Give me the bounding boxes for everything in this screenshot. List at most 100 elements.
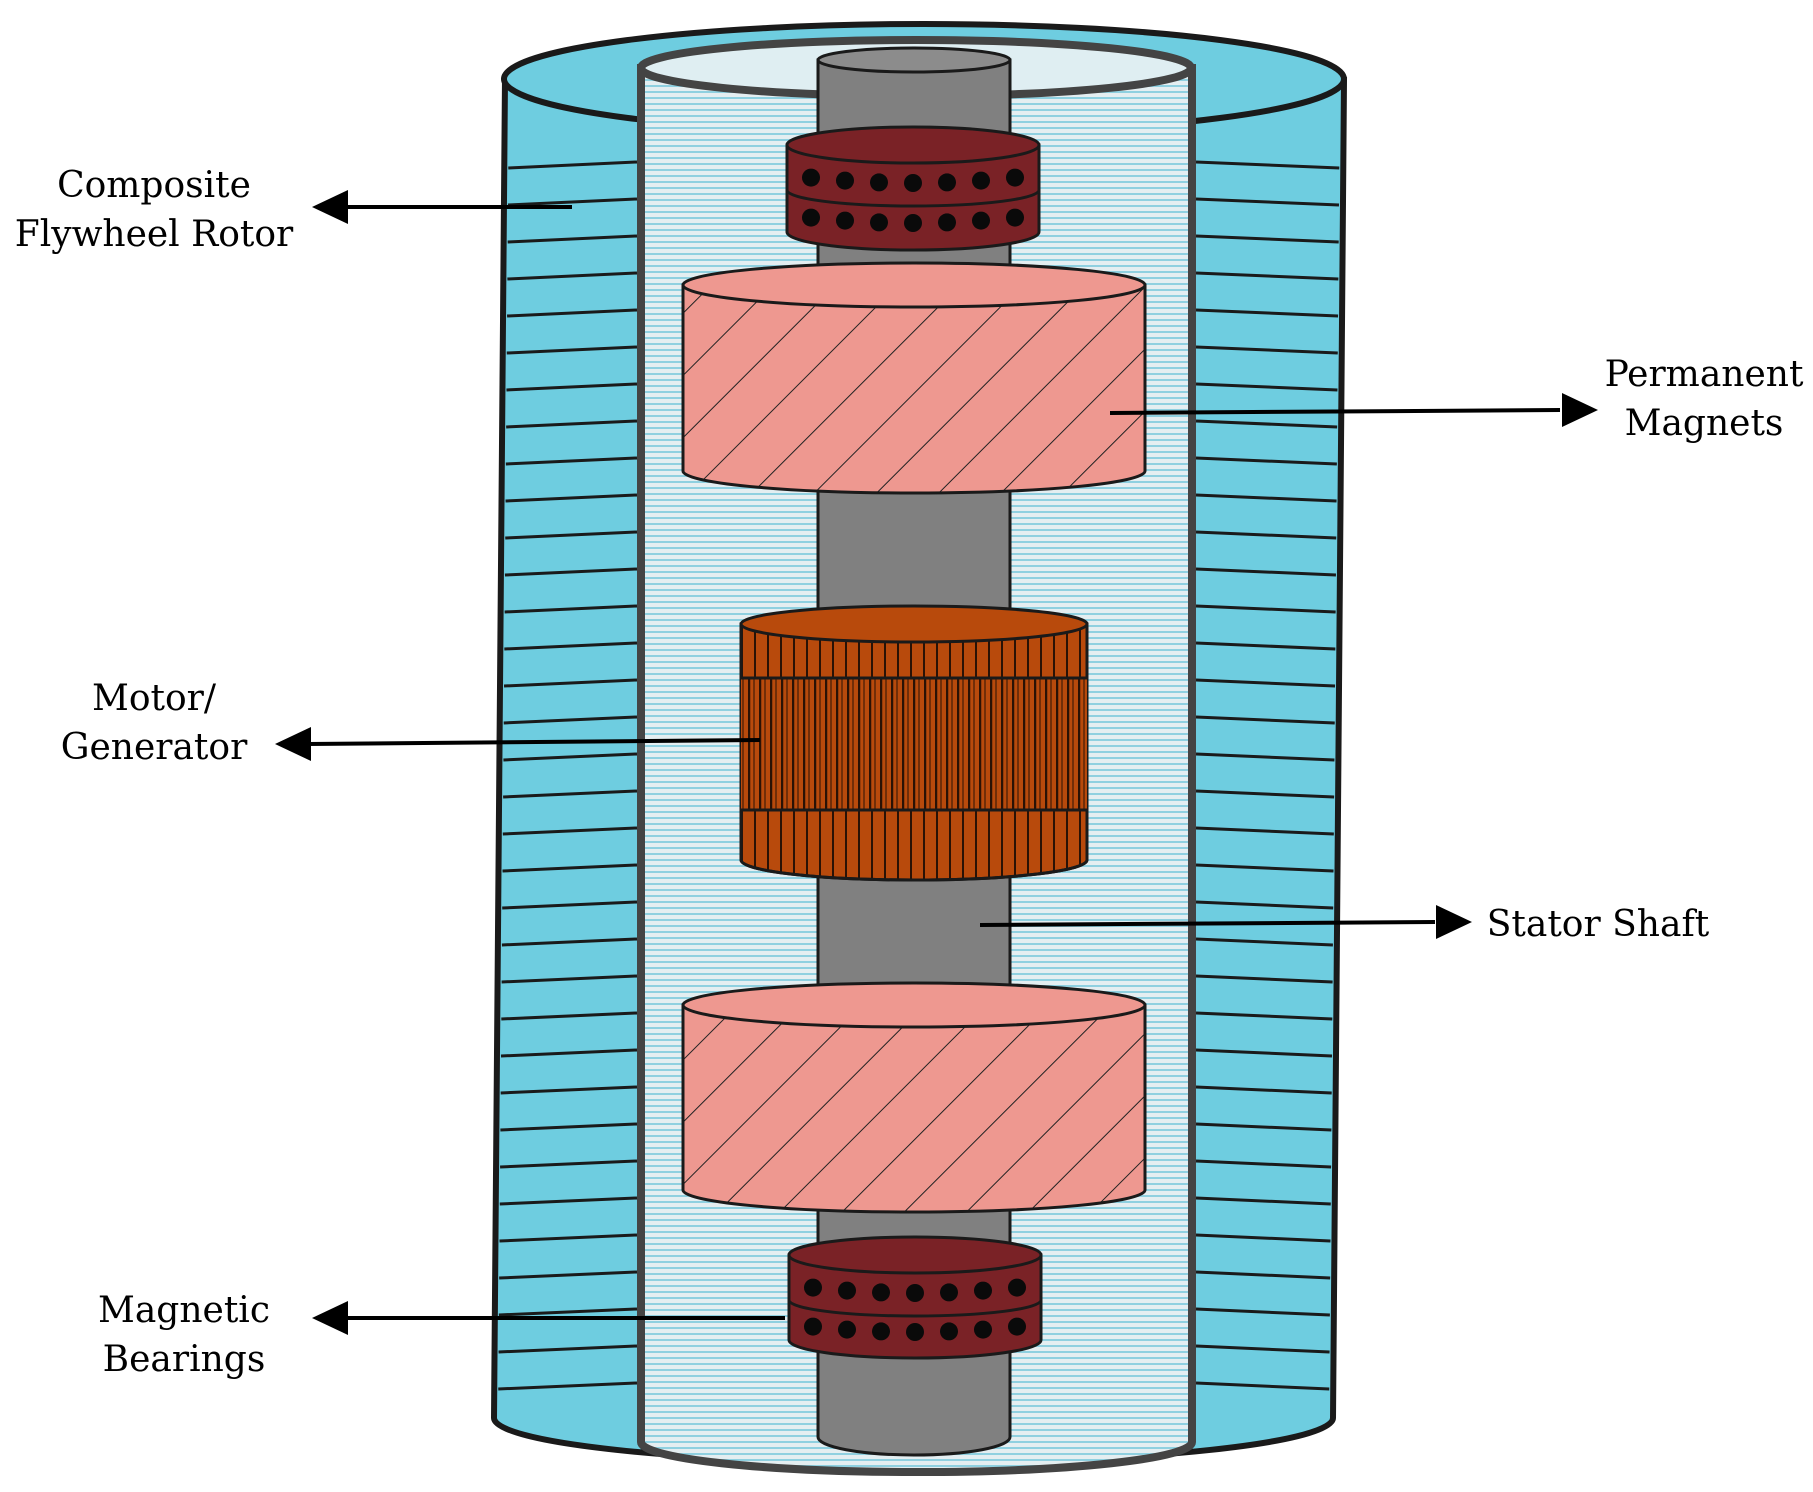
label-bearings-line2: Bearings	[103, 1339, 266, 1380]
label-motor-line1: Motor/	[92, 678, 217, 719]
rotor-stripe	[1195, 1048, 1333, 1058]
label-magnets-line1: Permanent	[1605, 354, 1804, 395]
rotor-stripes	[498, 160, 1340, 1391]
rotor-stripe	[1195, 567, 1337, 577]
rotor-stripe	[508, 160, 638, 170]
rotor-stripe	[1195, 1307, 1330, 1317]
rotor-stripe	[1195, 900, 1334, 910]
bearing-hole	[802, 168, 820, 187]
rotor-stripe	[503, 752, 638, 762]
rotor-stripe	[498, 1344, 638, 1354]
rotor-stripe	[1195, 1085, 1332, 1095]
rotor-stripe	[504, 641, 638, 651]
rotor-stripe	[1195, 604, 1336, 614]
label-bearings-line1: Magnetic	[98, 1290, 270, 1331]
rotor-stripe	[500, 1048, 638, 1058]
rotor-stripe	[504, 604, 638, 614]
bearing-hole	[804, 1278, 822, 1297]
rotor-stripe	[1195, 826, 1334, 836]
rotor-stripe	[1195, 715, 1335, 725]
rotor-stripe	[1195, 345, 1338, 355]
rotor-stripe	[1195, 641, 1336, 651]
rotor-stripe	[502, 900, 638, 910]
rotor-stripe	[498, 1307, 638, 1317]
bearing-hole	[1006, 208, 1024, 227]
rotor-stripe	[1195, 678, 1336, 688]
rotor-stripe	[1195, 1270, 1331, 1280]
arrow-motor	[275, 727, 761, 761]
bearing-hole	[904, 214, 922, 232]
rotor-stripe	[503, 678, 638, 688]
rotor-stripe	[1195, 937, 1333, 947]
rotor-stripe	[1195, 1233, 1331, 1243]
rotor-stripe	[506, 345, 638, 355]
rotor-stripe	[1195, 271, 1339, 281]
bearing-hole	[1008, 1278, 1026, 1297]
rotor-stripe	[502, 863, 638, 873]
permanent-magnet-bottom	[681, 981, 1147, 1214]
bearing-hole	[940, 1322, 958, 1341]
magnetic-bearing-bottom	[787, 1235, 1043, 1360]
rotor-stripe	[505, 493, 638, 503]
arrow-shaft	[979, 905, 1472, 939]
bearing-hole	[802, 208, 820, 227]
bearing-hole	[836, 171, 854, 190]
rotor-stripe	[499, 1233, 638, 1243]
rotor-stripe	[1195, 1122, 1332, 1132]
rotor-stripe	[501, 1011, 638, 1021]
bearing-hole	[870, 173, 888, 192]
rotor-stripe	[1195, 160, 1340, 170]
bearing-hole	[872, 1322, 890, 1341]
rotor-stripe	[1195, 789, 1335, 799]
label-rotor-line2: Flywheel Rotor	[15, 214, 294, 255]
rotor-stripe	[1195, 1159, 1332, 1169]
bearing-hole	[1006, 168, 1024, 187]
bearing-hole	[872, 1283, 890, 1302]
rotor-stripe	[1195, 530, 1337, 540]
rotor-stripe	[507, 271, 638, 281]
arrow-magnets	[1109, 393, 1598, 427]
rotor-stripe	[499, 1196, 638, 1206]
arrow-bearings	[312, 1301, 785, 1335]
rotor-stripe	[502, 826, 638, 836]
rotor-stripe	[1195, 197, 1340, 207]
rotor-stripe	[1195, 1381, 1330, 1391]
rotor-stripe	[1195, 1011, 1333, 1021]
bearing-hole	[974, 1281, 992, 1300]
rotor-stripe	[506, 382, 638, 392]
rotor-stripe	[506, 419, 638, 429]
bearing-top-holes	[802, 168, 1024, 232]
permanent-magnet-top	[681, 261, 1147, 495]
rotor-stripe	[507, 308, 638, 318]
bearing-hole	[972, 171, 990, 190]
bearing-hole	[904, 174, 922, 192]
bearing-hole	[906, 1323, 924, 1341]
rotor-stripe	[500, 1159, 638, 1169]
rotor-stripe	[507, 234, 638, 244]
labels: Composite Flywheel Rotor Permanent Magne…	[15, 165, 1804, 1380]
label-rotor-line1: Composite	[57, 165, 251, 206]
bearing-hole	[870, 213, 888, 232]
rotor-stripe	[1195, 1196, 1331, 1206]
bearing-hole	[836, 211, 854, 230]
rotor-stripe	[500, 1085, 638, 1095]
bearing-hole	[1008, 1317, 1026, 1336]
bearing-hole	[938, 213, 956, 232]
rotor-stripe	[1195, 974, 1333, 984]
shaft-top	[816, 46, 1012, 74]
rotor-stripe	[1195, 863, 1334, 873]
callout-arrows	[275, 190, 1598, 1335]
rotor-stripe	[501, 974, 638, 984]
rotor-stripe	[505, 530, 638, 540]
label-shaft: Stator Shaft	[1487, 904, 1710, 945]
rotor-stripe	[503, 789, 638, 799]
bearing-hole	[838, 1320, 856, 1339]
bearing-hole	[938, 173, 956, 192]
label-motor-line2: Generator	[61, 727, 248, 768]
bearing-hole	[974, 1320, 992, 1339]
rotor-stripe	[499, 1270, 638, 1280]
label-magnets-line2: Magnets	[1625, 403, 1784, 444]
rotor-stripe	[1195, 382, 1338, 392]
rotor-stripe	[1195, 308, 1339, 318]
